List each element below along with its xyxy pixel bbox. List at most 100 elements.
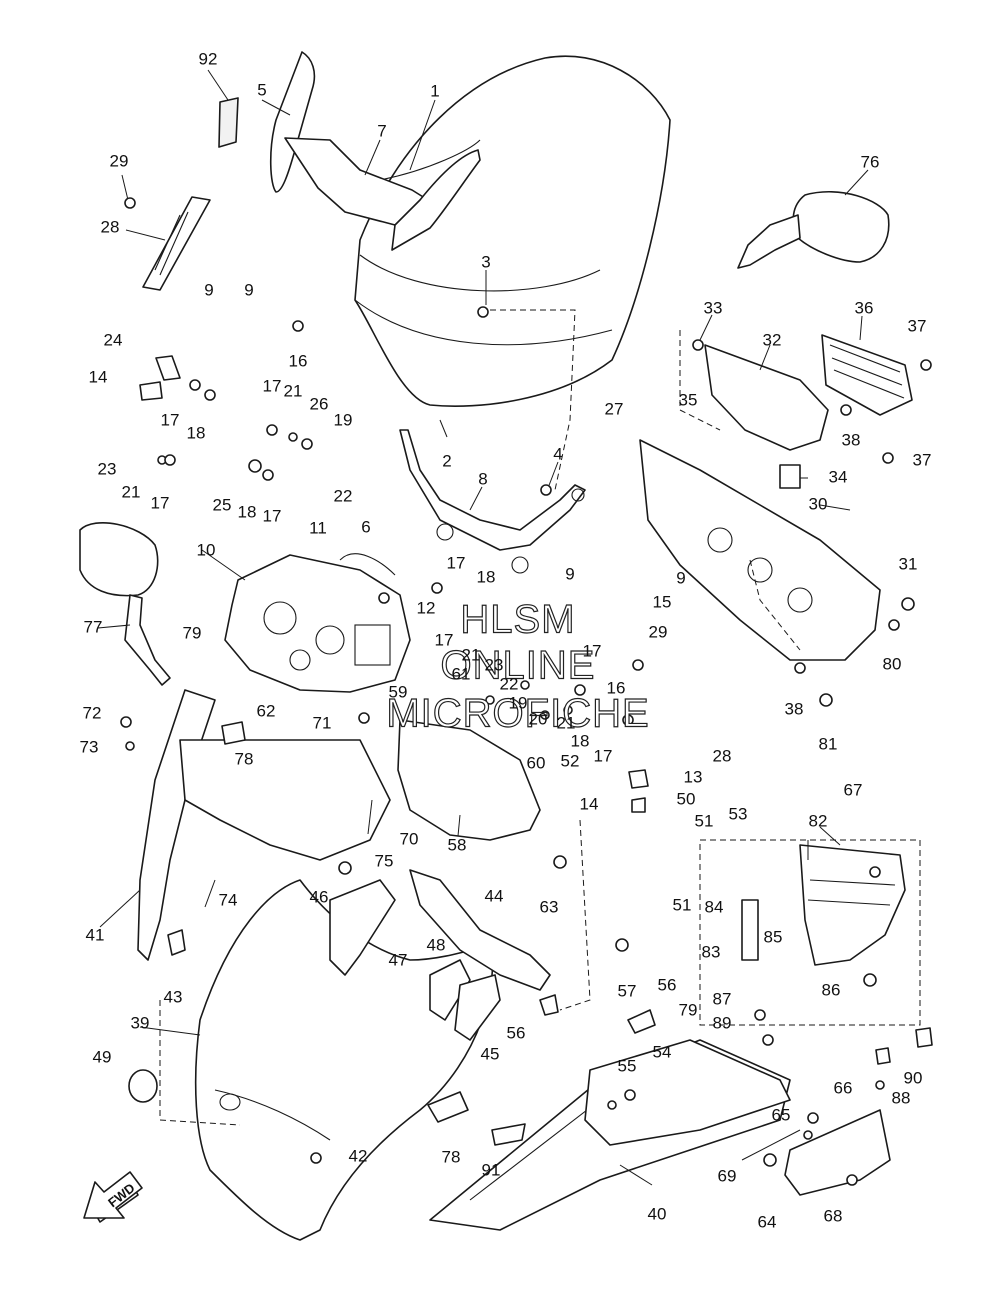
callout-17: 17	[263, 376, 282, 395]
callout-38: 38	[842, 430, 861, 449]
callout-75: 75	[375, 851, 394, 870]
callout-15: 15	[653, 592, 672, 611]
callout-20: 20	[529, 709, 548, 728]
callout-26: 26	[310, 394, 329, 413]
callout-78: 78	[442, 1147, 461, 1166]
callout-17: 17	[583, 641, 602, 660]
callout-77: 77	[84, 617, 103, 636]
callout-48: 48	[427, 935, 446, 954]
callout-70: 70	[400, 829, 419, 848]
callout-23: 23	[485, 655, 504, 674]
callout-11: 11	[309, 518, 327, 537]
callout-76: 76	[861, 152, 880, 171]
callout-41: 41	[86, 925, 105, 944]
callout-90: 90	[904, 1068, 923, 1087]
callout-71: 71	[313, 713, 332, 732]
callout-18: 18	[187, 423, 206, 442]
trim-strip-28-left	[142, 196, 211, 291]
callout-81: 81	[819, 734, 838, 753]
callout-79: 79	[183, 623, 202, 642]
watermark-line-3: MICROFICHE	[386, 692, 649, 736]
callout-65: 65	[772, 1105, 791, 1124]
callout-14: 14	[89, 367, 108, 386]
callout-47: 47	[389, 950, 408, 969]
callout-53: 53	[729, 804, 748, 823]
callout-68: 68	[824, 1206, 843, 1225]
callout-21: 21	[122, 482, 141, 501]
callout-9: 9	[676, 568, 685, 587]
lower-panel-54	[584, 1039, 791, 1146]
air-duct-grille	[821, 334, 913, 416]
windscreen	[354, 55, 671, 407]
callout-55: 55	[618, 1056, 637, 1075]
callout-79: 79	[679, 1000, 698, 1019]
callout-72: 72	[83, 703, 102, 722]
callout-30: 30	[809, 494, 828, 513]
watermark: HLSM ONLINE MICROFICHE	[386, 597, 650, 736]
callout-12: 12	[417, 598, 436, 617]
front-cowling-body	[194, 879, 494, 1241]
callout-9: 9	[204, 280, 213, 299]
callout-91: 91	[482, 1160, 501, 1179]
callout-6: 6	[361, 517, 370, 536]
callout-73: 73	[80, 737, 99, 756]
callout-36: 36	[855, 298, 874, 317]
callout-61: 61	[452, 664, 471, 683]
bracket-64	[784, 1109, 891, 1196]
callout-28: 28	[101, 217, 120, 236]
callout-89: 89	[713, 1013, 732, 1032]
callout-14: 14	[580, 794, 599, 813]
assembly-lines	[159, 309, 801, 1126]
callout-57: 57	[618, 981, 637, 1000]
callout-62: 62	[257, 701, 276, 720]
callout-5: 5	[257, 80, 266, 99]
callout-50: 50	[677, 789, 696, 808]
callout-10: 10	[197, 540, 216, 559]
callout-46: 46	[310, 887, 329, 906]
mirror-right	[737, 191, 890, 269]
cowling-stay-bracket	[399, 429, 586, 574]
inner-panel-58	[397, 719, 541, 841]
callout-38: 38	[785, 699, 804, 718]
callout-51: 51	[695, 811, 714, 830]
meter-visor	[704, 344, 829, 451]
callout-34: 34	[829, 467, 848, 486]
callout-21: 21	[462, 645, 481, 664]
callout-17: 17	[594, 746, 613, 765]
callout-60: 60	[527, 753, 546, 772]
callout-59: 59	[389, 682, 408, 701]
label-sticker-92	[218, 97, 239, 148]
callout-29: 29	[649, 622, 668, 641]
callout-21: 21	[284, 381, 303, 400]
callout-78: 78	[235, 749, 254, 768]
callout-39: 39	[131, 1013, 150, 1032]
callout-49: 49	[93, 1047, 112, 1066]
callout-35: 35	[679, 390, 698, 409]
side-cowl-41	[137, 689, 216, 961]
callout-9: 9	[565, 564, 574, 583]
inner-panel-70	[179, 739, 391, 861]
callout-86: 86	[822, 980, 841, 999]
callout-16: 16	[607, 678, 626, 697]
meter-assembly	[224, 553, 411, 693]
callout-29: 29	[110, 151, 129, 170]
callout-17: 17	[161, 410, 180, 429]
callout-17: 17	[447, 553, 466, 572]
callout-17: 17	[263, 506, 282, 525]
callout-16: 16	[289, 351, 308, 370]
callout-43: 43	[164, 987, 183, 1006]
callout-56: 56	[507, 1023, 526, 1042]
callout-31: 31	[899, 554, 918, 573]
callout-22: 22	[500, 674, 519, 693]
callout-17: 17	[151, 493, 170, 512]
callout-64: 64	[758, 1212, 777, 1231]
callout-83: 83	[702, 942, 721, 961]
callout-7: 7	[377, 121, 386, 140]
callout-24: 24	[104, 330, 123, 349]
mirror-left	[79, 522, 171, 686]
callout-19: 19	[509, 693, 528, 712]
callout-54: 54	[653, 1042, 672, 1061]
